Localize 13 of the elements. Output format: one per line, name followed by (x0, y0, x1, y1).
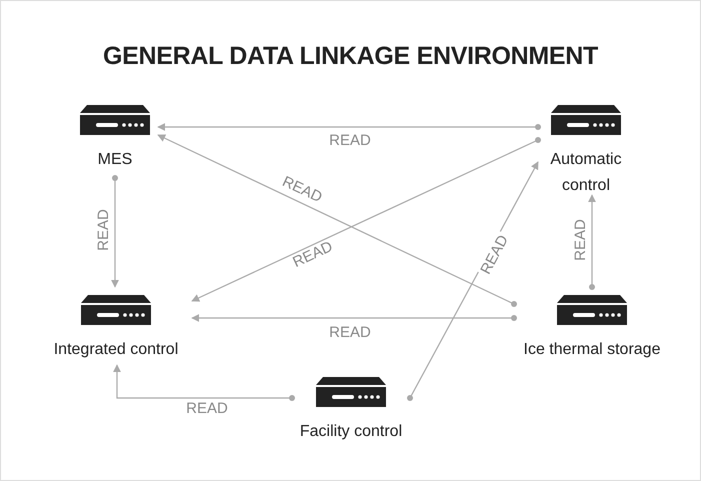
arrow (157, 123, 541, 131)
arrow (191, 314, 517, 322)
node-label: Ice thermal storage (524, 340, 660, 360)
arrow (111, 175, 119, 288)
node-label: MES (98, 150, 132, 170)
diagram-title: GENERAL DATA LINKAGE ENVIRONMENT (102, 42, 600, 71)
arrow (588, 194, 596, 290)
node-label: Automatic control (549, 150, 623, 196)
node-label: Integrated control (54, 340, 178, 360)
arrow (157, 134, 517, 307)
node-label: Facility control (300, 422, 402, 442)
arrow (191, 137, 541, 302)
arrow (113, 364, 295, 401)
